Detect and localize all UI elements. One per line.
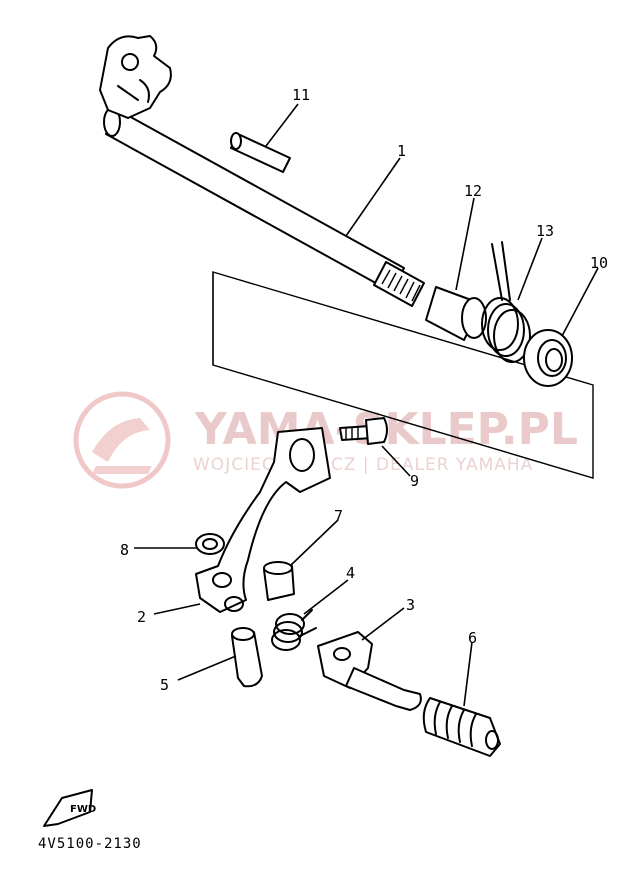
torsion-spring [481, 241, 531, 363]
bolt [339, 417, 388, 445]
shift-shaft [103, 107, 425, 307]
watermark-subtitle: WOJCIECH ???ICZ | DEALER YAMAHA [193, 455, 533, 475]
callout-5: 5 [160, 676, 169, 694]
callout-2: 2 [137, 608, 146, 626]
washer [195, 533, 225, 555]
collar [425, 286, 487, 341]
callout-4: 4 [346, 564, 355, 582]
diagram-code: 4V5100-2130 [38, 836, 142, 852]
callout-12: 12 [464, 182, 482, 200]
oil-seal [523, 329, 573, 387]
callout-11: 11 [292, 86, 310, 104]
fwd-label: FWD [70, 804, 96, 815]
callout-10: 10 [590, 254, 608, 272]
footrest-rubber [422, 697, 501, 757]
callout-13: 13 [536, 222, 554, 240]
return-spring [271, 609, 317, 651]
callout-1: 1 [397, 142, 406, 160]
leader-lines [134, 103, 599, 707]
assembly-outline [212, 271, 594, 479]
shift-lever [195, 427, 331, 613]
callout-6: 6 [468, 629, 477, 647]
shift-pedal-arm [317, 631, 422, 711]
callout-3: 3 [406, 596, 415, 614]
shift-arm-plate [99, 35, 172, 119]
bushing [263, 561, 295, 601]
callout-8: 8 [120, 541, 129, 559]
callout-7: 7 [334, 507, 343, 525]
forward-arrow-icon: FWD [43, 789, 96, 827]
pin [230, 132, 291, 173]
collar-pin [231, 627, 263, 688]
callout-9: 9 [410, 472, 419, 490]
watermark-logo [73, 391, 171, 489]
callout-labels: 1 2 3 4 5 6 7 8 9 10 11 12 13 [120, 86, 608, 694]
